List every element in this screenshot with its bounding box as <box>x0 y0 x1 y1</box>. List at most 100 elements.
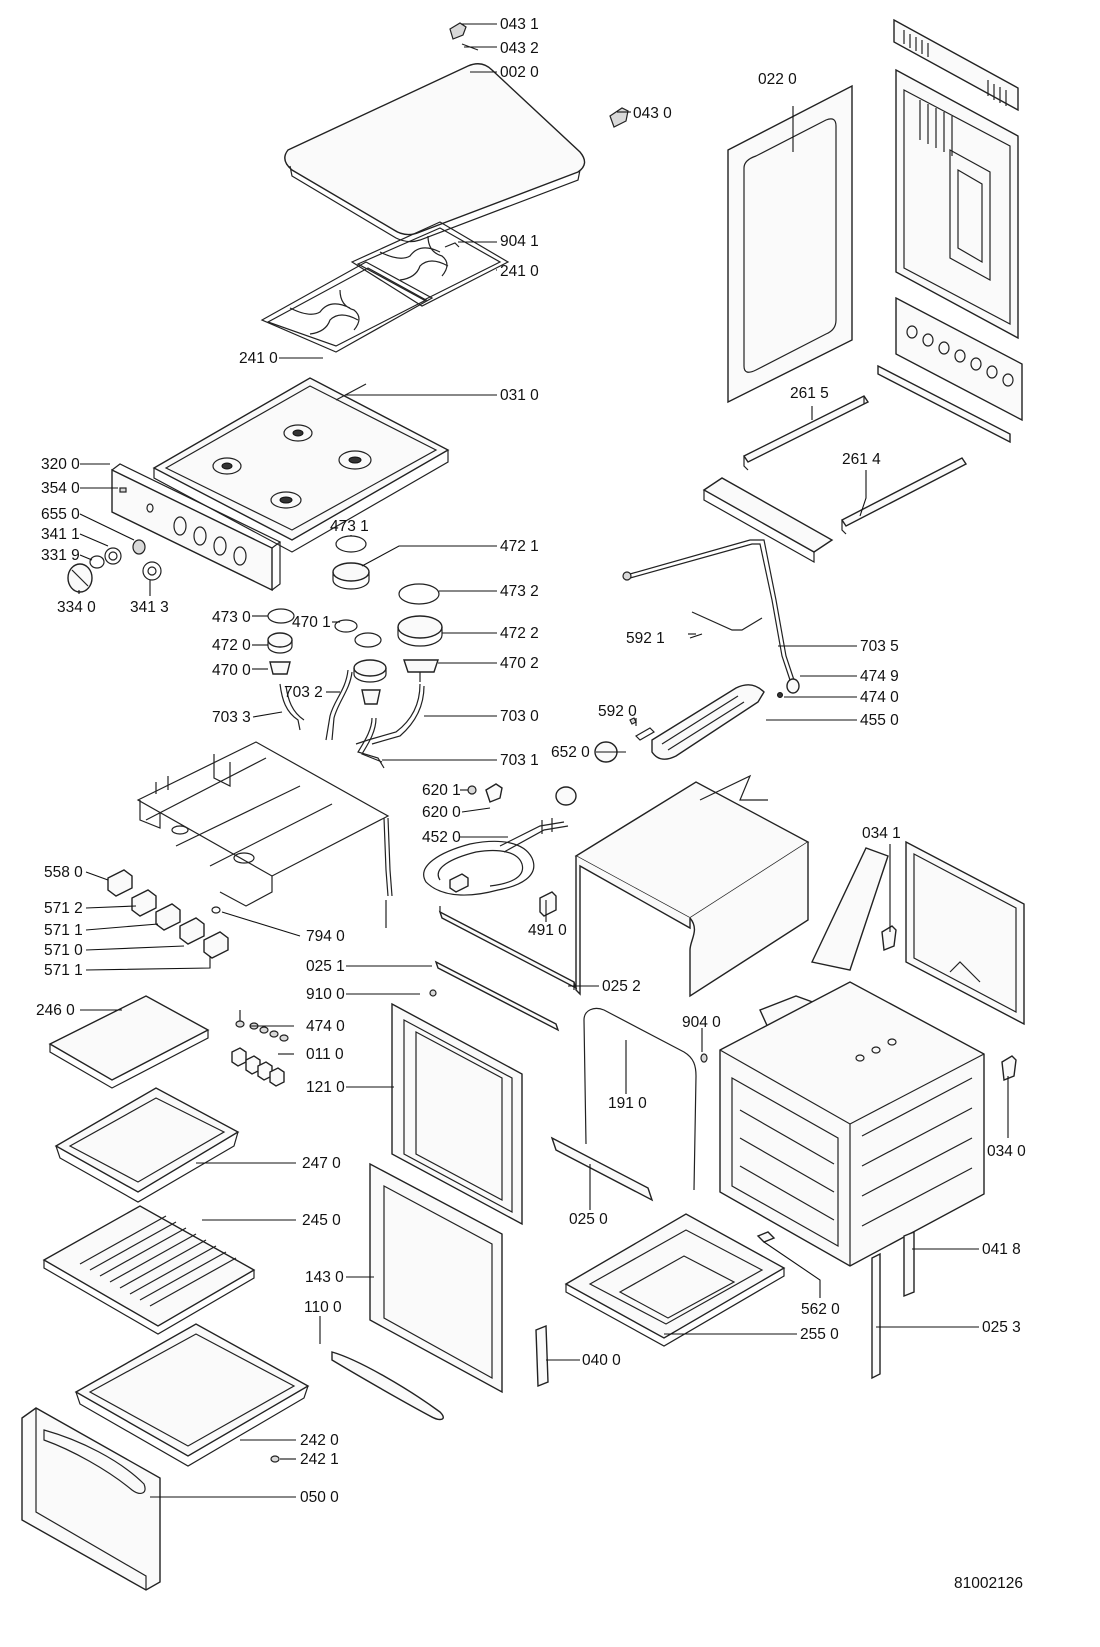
callout-label-6520: 652 0 <box>551 744 590 761</box>
door-seal <box>583 1007 697 1191</box>
lid-002-0 <box>284 63 586 243</box>
callout-label-4749: 474 9 <box>860 668 899 685</box>
callout-label-4732: 473 2 <box>500 583 539 600</box>
drawer-front <box>21 1407 161 1591</box>
callout-label-4701: 470 1 <box>292 614 331 631</box>
callout-label-3411: 341 1 <box>41 526 80 543</box>
callout-label-1210: 121 0 <box>306 1079 345 1096</box>
callout-label-9041a: 904 1 <box>500 233 539 250</box>
callout-label-7032: 703 2 <box>284 684 323 701</box>
callout-label-4910: 491 0 <box>528 922 567 939</box>
callout-label-4740b: 474 0 <box>306 1018 345 1035</box>
screw-904-0 <box>700 1053 708 1063</box>
callout-label-0432: 043 2 <box>500 40 539 57</box>
callout-label-3200: 320 0 <box>41 456 80 473</box>
callout-label-3340: 334 0 <box>57 599 96 616</box>
grill-bracket <box>702 477 834 564</box>
callout-label-0418: 041 8 <box>982 1241 1021 1258</box>
callout-label-2450: 245 0 <box>302 1212 341 1229</box>
callout-label-0110: 011 0 <box>306 1046 344 1063</box>
grill-gas-pipe <box>622 539 800 698</box>
callout-label-9040: 904 0 <box>682 1014 721 1031</box>
callout-label-0500: 050 0 <box>300 1489 339 1506</box>
callout-label-2410b: 241 0 <box>239 350 278 367</box>
callout-label-7035: 703 5 <box>860 638 899 655</box>
callout-label-7940: 794 0 <box>306 928 345 945</box>
callout-label-0220: 022 0 <box>758 71 797 88</box>
callout-label-9100: 910 0 <box>306 986 345 1003</box>
glass-shelf <box>48 995 210 1089</box>
tray-screw <box>270 1455 280 1463</box>
callout-label-0400: 040 0 <box>582 1352 621 1369</box>
callout-label-5711a: 571 1 <box>44 922 83 939</box>
callout-label-2470: 247 0 <box>302 1155 341 1172</box>
knobs <box>67 539 162 593</box>
callout-label-0310: 031 0 <box>500 387 539 404</box>
callout-label-7033: 703 3 <box>212 709 251 726</box>
callout-label-2614: 261 4 <box>842 451 881 468</box>
callout-label-2550: 255 0 <box>800 1326 839 1343</box>
cavity-rails <box>429 906 578 1032</box>
callout-label-2410a: 241 0 <box>500 263 539 280</box>
bracket-562-0 <box>756 1231 776 1243</box>
callout-label-1100: 110 0 <box>304 1299 342 1316</box>
gas-valves <box>107 869 229 959</box>
callout-label-0431: 043 1 <box>500 16 539 33</box>
oven-liner-cover <box>574 774 810 998</box>
callout-label-4722: 472 2 <box>500 625 539 642</box>
callout-label-0250: 025 0 <box>569 1211 608 1228</box>
callout-label-4721: 472 1 <box>500 538 539 555</box>
callout-label-7031: 703 1 <box>500 752 539 769</box>
callout-label-0340: 034 0 <box>987 1143 1026 1160</box>
gas-manifold-frame <box>136 741 393 928</box>
callout-label-3540: 354 0 <box>41 480 80 497</box>
grill-burner <box>629 684 765 760</box>
bottom-plate <box>564 1213 786 1347</box>
callout-label-7030: 703 0 <box>500 708 539 725</box>
injectors <box>231 1010 289 1087</box>
callout-label-4740a: 474 0 <box>860 689 899 706</box>
leader-lines <box>78 23 1009 1498</box>
oven-rails <box>742 395 968 535</box>
front-rail <box>550 1136 654 1202</box>
bracket-491-0 <box>539 891 557 917</box>
deep-tray <box>74 1323 310 1467</box>
callout-label-3413: 341 3 <box>130 599 169 616</box>
document-number: 81002126 <box>954 1575 1023 1592</box>
callout-label-6200: 620 0 <box>422 804 461 821</box>
burners <box>267 535 443 705</box>
rear-switch-strip <box>877 296 1023 444</box>
callout-label-5920: 592 0 <box>598 703 637 720</box>
part-drawings <box>21 18 1025 1591</box>
callout-label-4731: 473 1 <box>330 518 369 535</box>
callout-label-5921: 592 1 <box>626 630 665 647</box>
baking-tray <box>54 1087 240 1203</box>
callout-label-1910: 191 0 <box>608 1095 647 1112</box>
callout-label-0430: 043 0 <box>633 105 672 122</box>
door-inner-frame <box>391 1002 523 1226</box>
callout-label-6550: 655 0 <box>41 506 80 523</box>
callout-label-0253: 025 3 <box>982 1319 1021 1336</box>
lid-hinge-clips <box>449 22 629 128</box>
callout-label-5620: 562 0 <box>801 1301 840 1318</box>
outer-door <box>369 1162 503 1394</box>
callout-label-6201: 620 1 <box>422 782 461 799</box>
callout-label-0251: 025 1 <box>306 958 345 975</box>
callout-label-4520: 452 0 <box>422 829 461 846</box>
oven-thermostat-parts <box>467 741 618 806</box>
control-panel-320-0 <box>111 463 282 592</box>
callout-label-3319: 331 9 <box>41 547 80 564</box>
callout-label-2460: 246 0 <box>36 1002 75 1019</box>
callout-label-0020: 002 0 <box>500 64 539 81</box>
callout-label-4700: 470 0 <box>212 662 251 679</box>
inner-door-glass-022-0 <box>727 84 853 404</box>
callout-label-4730: 473 0 <box>212 609 251 626</box>
callout-labels: 043 1 043 2 002 0 043 0 904 1 241 0 241 0 031 0… <box>36 16 1026 1506</box>
wire-shelf <box>42 1205 256 1335</box>
callout-label-5711b: 571 1 <box>44 962 83 979</box>
callout-label-0341: 034 1 <box>862 825 901 842</box>
oven-cavity <box>719 981 985 1267</box>
screw-904-1 <box>444 242 460 248</box>
callout-label-4720: 472 0 <box>212 637 251 654</box>
pan-supports <box>260 221 510 353</box>
